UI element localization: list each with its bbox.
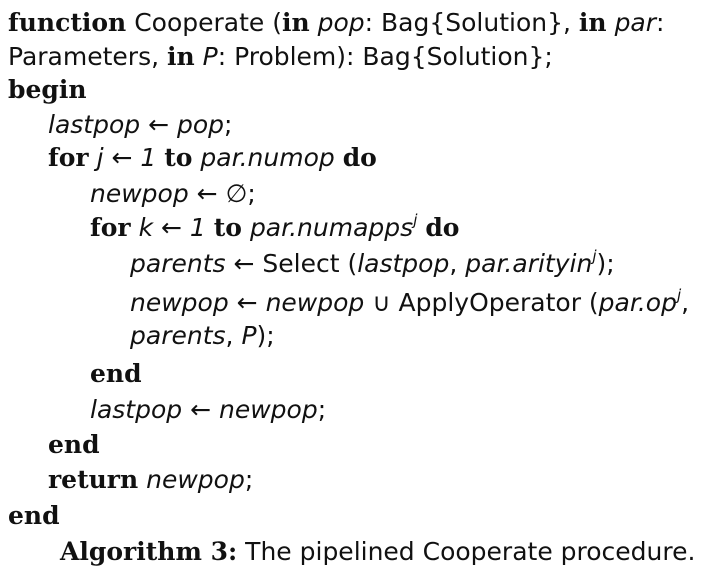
keyword-function: function <box>8 8 127 37</box>
keyword-begin: begin <box>8 75 87 104</box>
value-one: 1 <box>140 143 157 172</box>
caption-label: Algorithm 3: <box>60 537 238 566</box>
function-name: Cooperate ( <box>134 8 282 37</box>
keyword-return: return <box>48 465 139 494</box>
semicolon: ; <box>247 179 256 208</box>
fn-applyoperator: ApplyOperator ( <box>398 288 599 317</box>
algo-line-5: for j ← 1 to par.numop do <box>48 145 377 170</box>
arrow-symbol: ← <box>228 288 266 317</box>
value-one: 1 <box>189 213 206 242</box>
keyword-end: end <box>8 501 60 530</box>
expr-arityin: par.arityin <box>465 249 593 278</box>
union-symbol: ∪ <box>364 288 399 317</box>
arrow-symbol: ← <box>188 179 226 208</box>
param-P: P <box>241 321 257 350</box>
var-j: j <box>96 143 104 172</box>
algo-line-7: for k ← 1 to par.numappsj do <box>90 213 460 242</box>
var-pop: pop <box>176 110 225 139</box>
arrow-symbol: ← <box>103 143 141 172</box>
algo-line-14: return newpop; <box>48 467 253 492</box>
keyword-in: in <box>578 8 607 37</box>
type-text: : Bag{Solution}, <box>364 8 579 37</box>
var-newpop: newpop <box>146 465 245 494</box>
algo-line-11: end <box>90 361 142 386</box>
var-newpop: newpop <box>265 288 365 317</box>
keyword-to: to <box>213 213 242 242</box>
close-paren: ); <box>256 321 275 350</box>
type-text: : <box>656 8 665 37</box>
algorithm-caption: Algorithm 3: The pipelined Cooperate pro… <box>60 537 695 566</box>
var-parents: parents <box>130 249 226 278</box>
var-lastpop: lastpop <box>48 110 141 139</box>
keyword-end: end <box>48 430 100 459</box>
type-text: Parameters, <box>8 42 167 71</box>
arrow-symbol: ← <box>225 249 263 278</box>
keyword-to: to <box>164 143 193 172</box>
keyword-do: do <box>425 213 460 242</box>
algo-line-15: end <box>8 503 60 528</box>
var-lastpop: lastpop <box>90 395 183 424</box>
keyword-in: in <box>166 42 195 71</box>
var-lastpop: lastpop <box>357 249 450 278</box>
caption-text: The pipelined Cooperate procedure. <box>237 537 696 566</box>
arrow-symbol: ← <box>153 213 190 242</box>
algo-line-4: lastpop ← pop; <box>48 112 232 137</box>
empty-set: ∅ <box>225 179 248 208</box>
expr-numop: par.numop <box>200 143 335 172</box>
algo-line-2: Parameters, in P: Problem): Bag{Solution… <box>8 44 553 69</box>
close-paren: ); <box>596 249 615 278</box>
param-par: par <box>614 8 657 37</box>
superscript-j: j <box>676 286 682 304</box>
keyword-in: in <box>281 8 310 37</box>
semicolon: ; <box>224 110 233 139</box>
var-k: k <box>138 213 154 242</box>
comma: , <box>225 321 242 350</box>
var-newpop: newpop <box>130 288 229 317</box>
algo-line-10: parents, P); <box>130 323 275 348</box>
algo-line-12: lastpop ← newpop; <box>90 397 326 422</box>
semicolon: ; <box>317 395 327 424</box>
algo-line-13: end <box>48 432 100 457</box>
comma: , <box>681 288 690 317</box>
param-pop: pop <box>317 8 365 37</box>
param-P: P <box>202 42 218 71</box>
algo-line-3: begin <box>8 77 87 102</box>
expr-op: par.op <box>598 288 677 317</box>
algo-line-1: function Cooperate (in pop: Bag{Solution… <box>8 10 664 35</box>
superscript-j: j <box>592 247 597 265</box>
var-newpop: newpop <box>218 395 318 424</box>
keyword-for: for <box>48 143 89 172</box>
arrow-symbol: ← <box>182 395 219 424</box>
superscript-j: j <box>413 211 418 229</box>
arrow-symbol: ← <box>140 110 177 139</box>
algo-line-8: parents ← Select (lastpop, par.arityinj)… <box>130 249 615 278</box>
keyword-do: do <box>342 143 377 172</box>
comma: , <box>449 249 466 278</box>
expr-numapps: par.numapps <box>249 213 414 242</box>
semicolon: ; <box>244 465 254 494</box>
fn-select: Select ( <box>262 249 358 278</box>
keyword-end: end <box>90 359 142 388</box>
keyword-for: for <box>90 213 131 242</box>
var-newpop: newpop <box>90 179 189 208</box>
algo-line-9: newpop ← newpop ∪ ApplyOperator (par.opj… <box>130 288 690 317</box>
var-parents: parents <box>130 321 226 350</box>
algo-line-6: newpop ← ∅; <box>90 181 256 206</box>
type-text: : Problem): Bag{Solution}; <box>217 42 553 71</box>
